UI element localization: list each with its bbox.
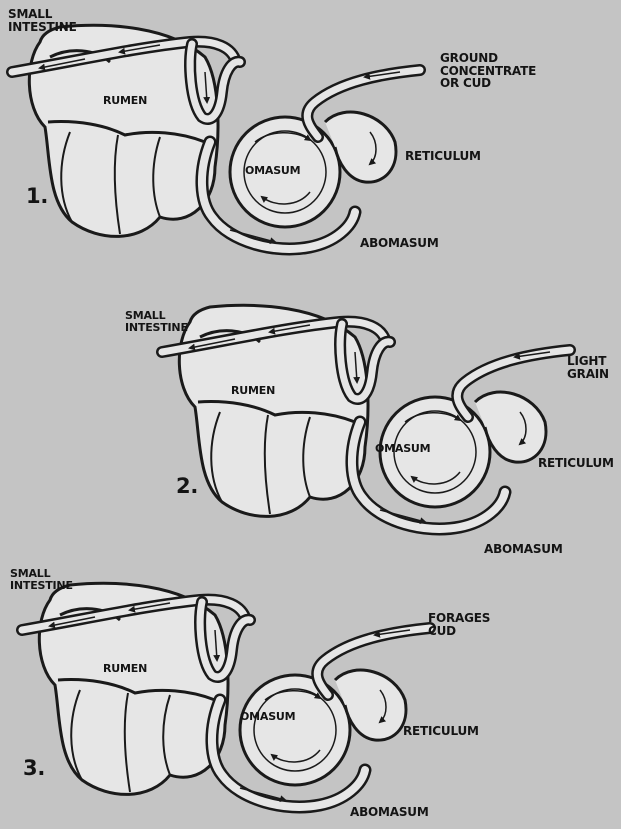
panel-1-rumen-label: RUMEN (103, 95, 147, 107)
panel-1-abomasum-label: ABOMASUM (360, 237, 439, 250)
panel-1-small-intestine-label: SMALL INTESTINE (8, 8, 77, 33)
panel-3-omasum-label: OMASUM (240, 711, 295, 723)
panel-1-omasum-label: OMASUM (245, 165, 300, 177)
panel-3-rumen-label: RUMEN (103, 663, 147, 675)
panel-1-illustration (12, 25, 420, 249)
panel-2-small-intestine-label: SMALL INTESTINE (125, 310, 188, 333)
panel-2-rumen-label: RUMEN (231, 385, 275, 397)
panel-1-feed-label: GROUND CONCENTRATE OR CUD (440, 52, 536, 90)
panel-3-feed-label: FORAGES CUD (428, 612, 490, 637)
panel-2-illustration (162, 305, 570, 529)
panel-3-number: 3. (23, 757, 45, 779)
panel-1-reticulum-label: RETICULUM (405, 150, 481, 163)
panel-3-illustration (22, 583, 430, 807)
panel-3-small-intestine-label: SMALL INTESTINE (10, 568, 73, 591)
panel-2-abomasum-label: ABOMASUM (484, 543, 563, 556)
panel-2-feed-label: LIGHT GRAIN (567, 355, 609, 380)
panel-2-omasum-label: OMASUM (375, 443, 430, 455)
panel-1-number: 1. (26, 185, 48, 207)
panel-2-number: 2. (176, 475, 198, 497)
panel-3-reticulum-label: RETICULUM (403, 725, 479, 738)
panel-2-reticulum-label: RETICULUM (538, 457, 614, 470)
panel-3-abomasum-label: ABOMASUM (350, 806, 429, 819)
